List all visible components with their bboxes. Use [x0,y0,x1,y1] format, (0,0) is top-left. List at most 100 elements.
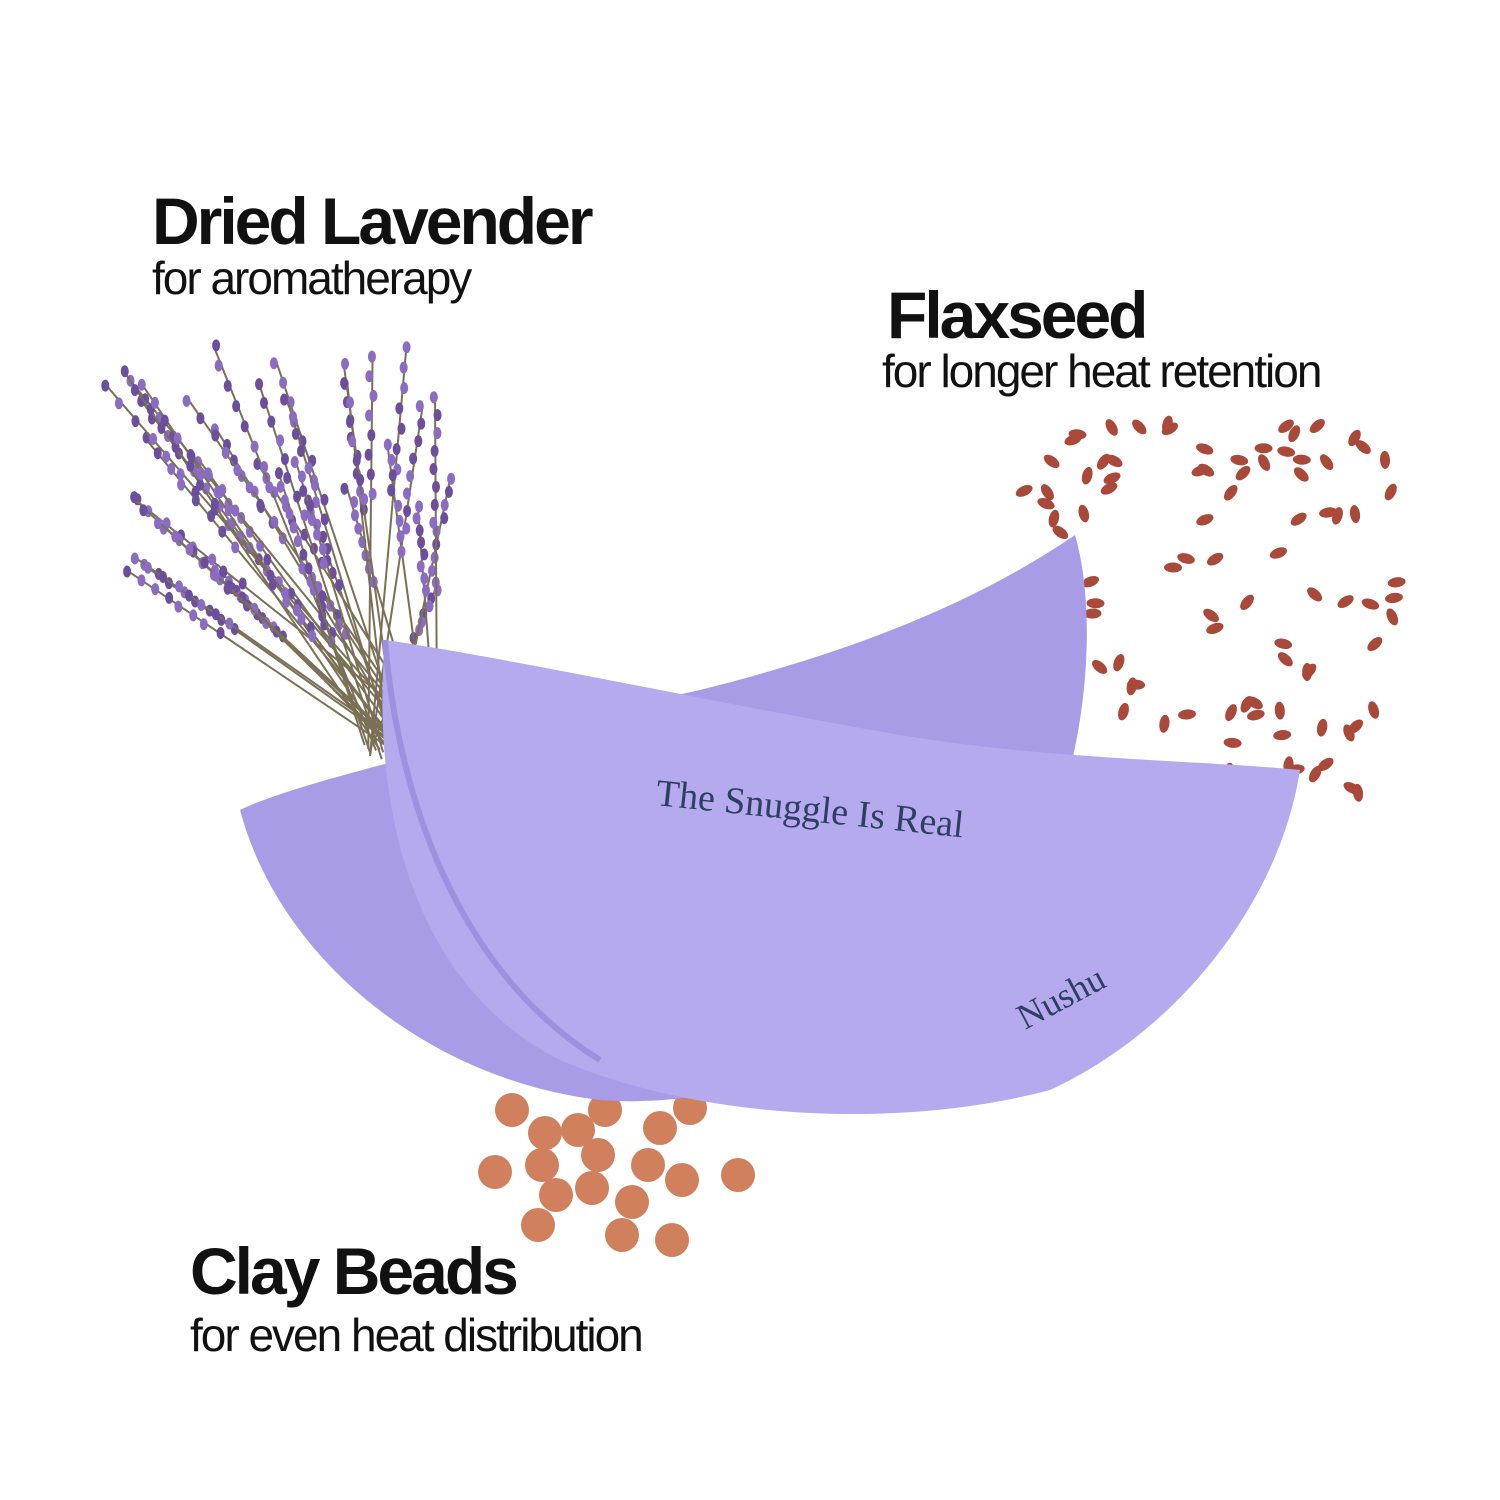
flaxseed [1196,443,1214,455]
lavender-bud [219,565,228,578]
lavender-bud [137,574,146,587]
lavender-bud [255,378,264,391]
lavender-bud [245,481,254,494]
clay-beads-scatter [478,1091,755,1257]
lavender-bud [335,579,344,592]
lavender-bud [292,604,301,617]
lavender-bud [185,589,194,602]
lavender-bud [319,557,328,570]
flaxseed [1254,443,1273,454]
lavender-bud [304,562,313,575]
flaxseed [1319,507,1337,518]
flaxseed [1118,702,1129,721]
clay-bead [588,1093,622,1127]
flaxseed-subtitle: for longer heat retention [882,345,1322,397]
lavender-bud [280,453,289,466]
lavender-bud [265,481,274,494]
flaxseed [1317,757,1334,772]
flaxseed [1113,653,1125,672]
lavender-bud [345,415,354,428]
lavender-bud [171,530,180,543]
lavender-bud [214,359,223,372]
lavender-bud [285,507,294,520]
lavender-bud [232,400,241,413]
lavender-bud [151,583,160,596]
lavender-bud [415,500,424,513]
flaxseed [1223,737,1242,748]
lavender-bud [297,612,306,625]
lavender-bud [177,478,186,491]
lavender-bud [185,543,194,556]
lavender-bud [402,341,411,354]
lavender-bud [223,582,232,595]
lavender-bud [211,429,220,442]
lavender-bud [293,535,302,548]
lavender-bud [276,434,285,447]
lavender-bud [137,378,146,391]
lavender-bud [395,515,404,528]
flaxseed [1316,718,1328,737]
lavender-bud [224,503,233,516]
lavender-bud [123,565,132,578]
lavender-stem [258,383,383,760]
lavender-bud [160,414,169,427]
lavender-bud [279,376,288,389]
lavender-bud [367,429,376,442]
lavender-bud [212,339,221,352]
lavender-bud [218,525,227,538]
flaxseed [1126,677,1137,696]
lavender-bud [432,480,441,493]
flaxseed [1159,714,1170,733]
lavender-bud [289,521,298,534]
flaxseed [1037,498,1055,510]
lavender-bud [428,564,437,577]
lavender-bud [348,435,357,448]
flaxseed [1355,440,1371,454]
flaxseed [1247,709,1265,721]
flaxseed [1096,453,1111,470]
lavender-bud [197,598,206,611]
lavender-bud [313,528,322,541]
flaxseed [1348,429,1361,447]
flaxseed [1277,446,1296,457]
lavender-bud [153,447,162,460]
lavender-bud [394,499,403,512]
front-pillow [382,640,1300,1114]
lavender-bud [340,377,349,390]
clay-bead [495,1093,529,1127]
lavender-bud [397,422,406,435]
lavender-bud [365,370,374,383]
lavender-title: Dried Lavender [152,184,593,258]
flaxseed [1225,704,1237,722]
lavender-bud [143,561,152,574]
flaxseed [1207,552,1224,566]
flaxseed [1288,425,1301,443]
lavender-bud [131,415,140,428]
flaxseed [1092,660,1108,674]
lavender-bud [269,357,278,370]
lavender-bud [211,608,220,621]
flaxseed [1274,638,1293,650]
clay-bead [525,1148,559,1182]
lavender-bud [320,493,329,506]
lavender-bud [433,584,442,597]
lavender-bud [238,591,247,604]
clay-bead [631,1148,665,1182]
lavender-bud [231,504,240,517]
flaxseed [1269,547,1287,559]
flaxseed [1105,419,1118,436]
lavender-bud [402,522,411,535]
lavender-bud [400,381,409,394]
lavender-bud [297,470,306,483]
lavender-bud [174,600,183,613]
lavender-bud [440,499,449,512]
lavender-bud [270,516,279,529]
lavender-bud [189,609,198,622]
lavender-bud [346,396,355,409]
lavender-bud [196,468,205,481]
flaxseed [1319,454,1334,471]
lavender-bud [364,448,373,461]
flaxseed [1278,419,1294,433]
lavender-bud [259,396,268,409]
lavender-stem [141,384,385,744]
